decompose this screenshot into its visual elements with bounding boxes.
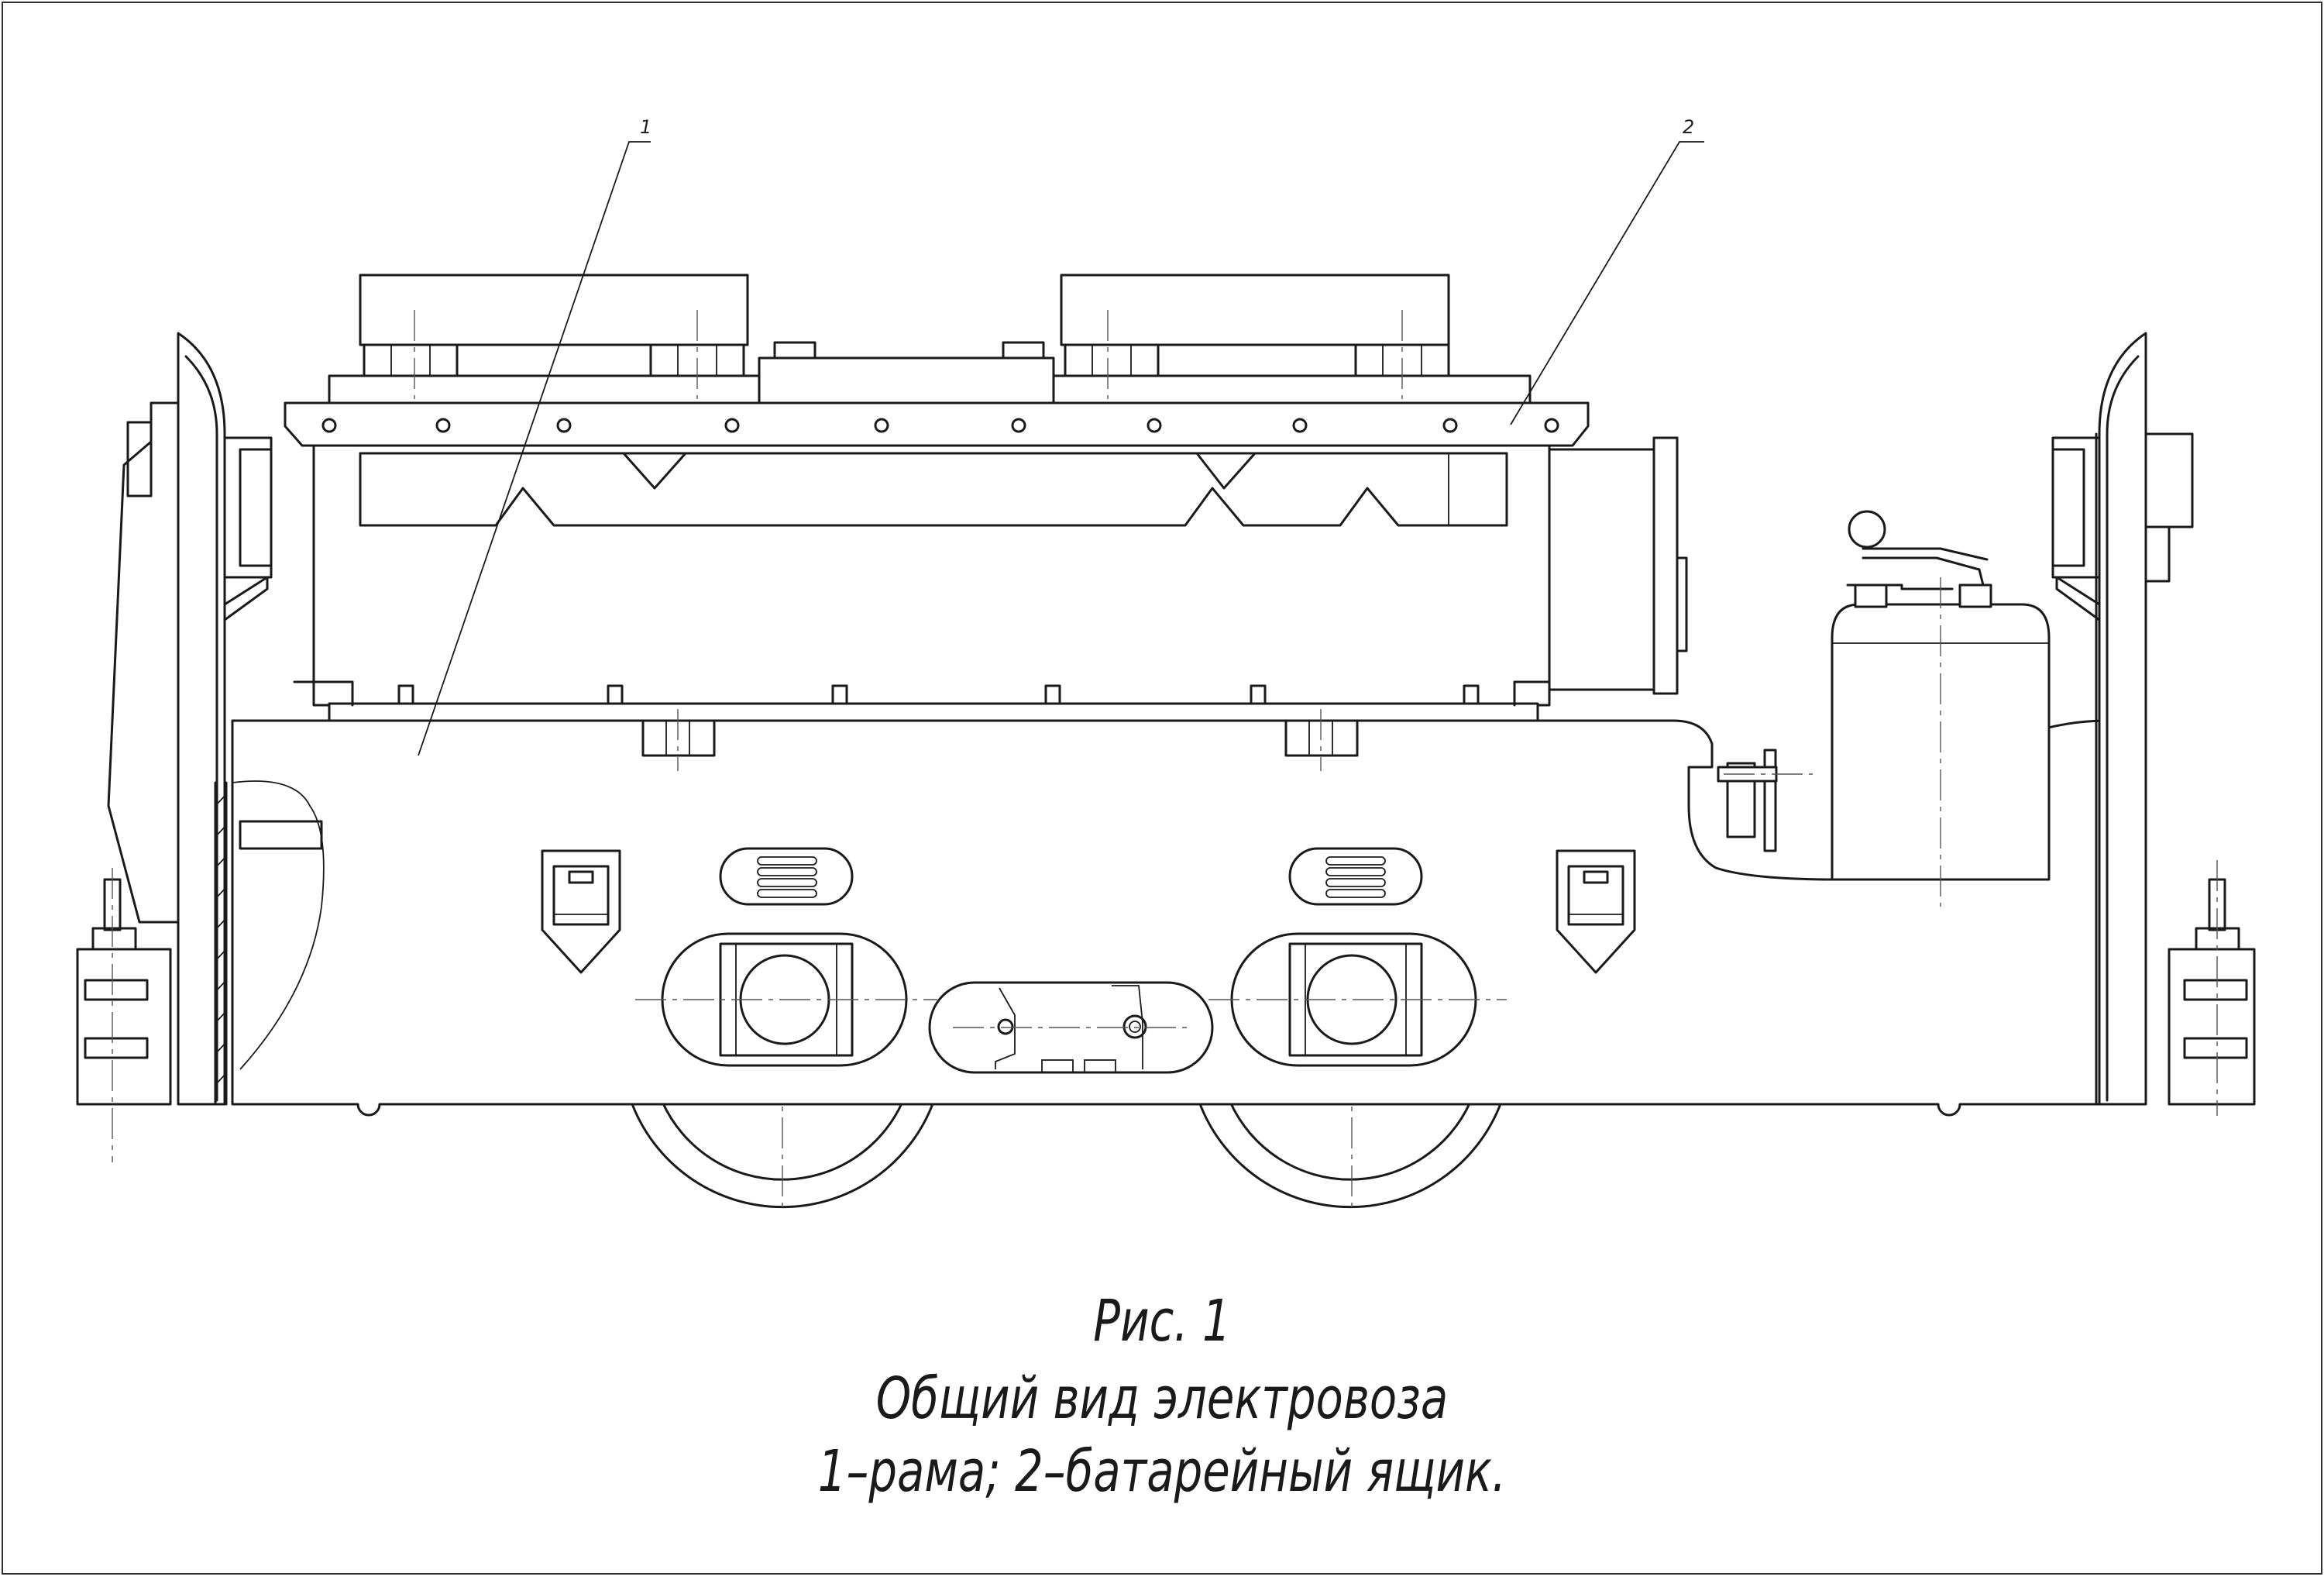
battery-box-body <box>312 444 1551 707</box>
battery-bolt-bar <box>284 401 1590 447</box>
caption-legend: 1–рама; 2–батарейный ящик. <box>817 1438 1507 1505</box>
battery-lid-right <box>1060 274 1450 346</box>
spring-slot-right <box>1288 847 1423 906</box>
right-end <box>2051 332 2256 1116</box>
frame-body <box>231 719 2109 1117</box>
frame <box>231 709 2109 1117</box>
bolt-row <box>321 418 1559 433</box>
callout-1: 1 <box>418 116 651 756</box>
spring-slot-left <box>719 847 854 906</box>
battery-lid-left <box>359 274 749 346</box>
callout-2: 2 <box>1510 116 1704 425</box>
controller <box>1717 510 2051 907</box>
caption-number: Рис. 1 <box>1093 1288 1231 1355</box>
battery-box <box>284 274 1688 722</box>
callout-2-label: 2 <box>1683 116 1694 138</box>
callout-1-label: 1 <box>640 116 651 138</box>
left-end <box>76 332 325 1162</box>
caption-title: Общий вид электровоза <box>875 1365 1449 1432</box>
